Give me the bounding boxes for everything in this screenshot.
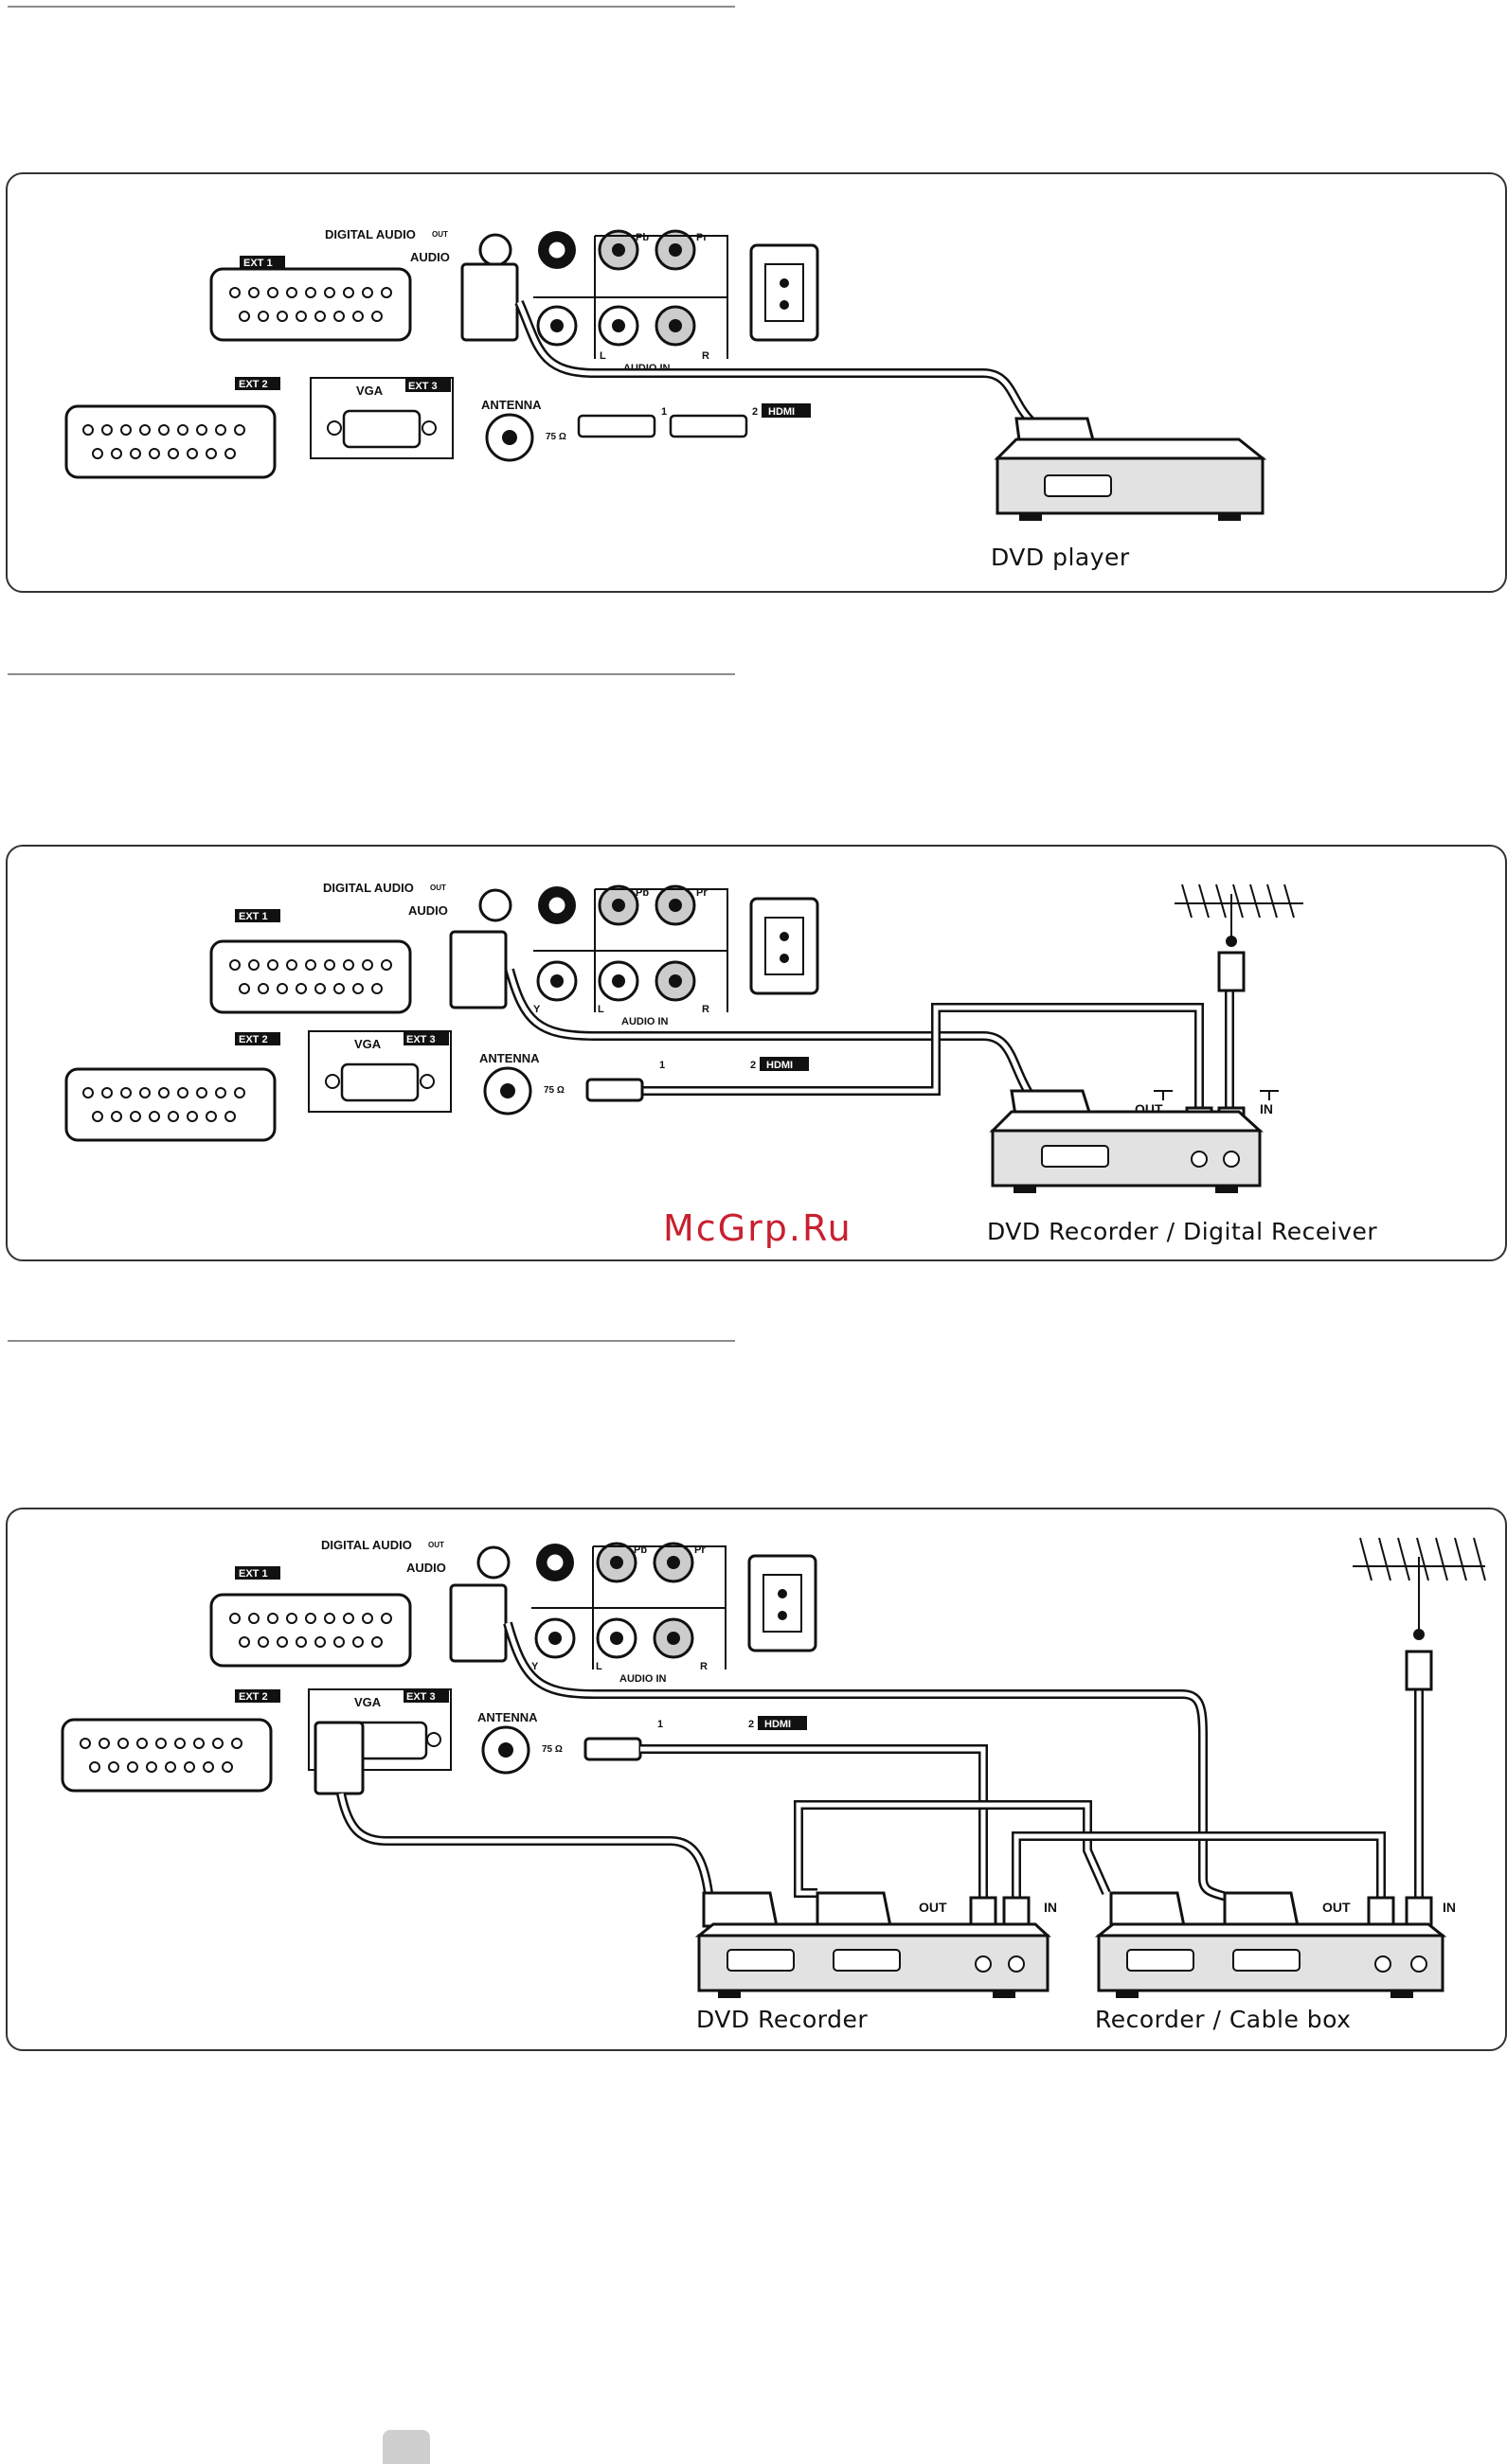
svg-text:Y: Y [533,1004,541,1015]
svg-text:DIGITAL AUDIO: DIGITAL AUDIO [323,881,414,895]
ext2-label: EXT 2 [239,379,268,390]
svg-text:DIGITAL AUDIO: DIGITAL AUDIO [321,1538,412,1552]
svg-text:VGA: VGA [354,1037,382,1051]
svg-text:EXT 1: EXT 1 [239,1568,268,1580]
cable-box-device [1094,1922,1447,1998]
svg-text:EXT 3: EXT 3 [406,1034,436,1045]
svg-text:75 Ω: 75 Ω [542,1744,563,1755]
svg-text:2: 2 [750,1060,756,1071]
section-rule-1 [8,6,735,8]
svg-text:Y: Y [531,1661,539,1672]
audio-out-label: AUDIO [410,250,450,264]
diagram-2-graphic: EXT 1 EXT 2 VGA EXT 3 ANTENNA 75 Ω 1 2 H… [64,881,1303,1193]
svg-text:R: R [702,1004,709,1015]
svg-text:Pb: Pb [636,232,649,243]
svg-text:ANTENNA: ANTENNA [479,1051,540,1065]
svg-text:75 Ω: 75 Ω [544,1085,565,1096]
section-rule-2 [8,673,735,675]
hdmi-2-label: 2 [752,406,758,418]
watermark: McGrp.Ru [663,1207,852,1249]
svg-text:HDMI: HDMI [766,1060,793,1071]
svg-text:IN: IN [1044,1900,1057,1915]
antenna-icon [1175,884,1303,947]
svg-text:2: 2 [748,1719,754,1730]
hdmi-1-label: 1 [661,406,667,418]
dvd-player-device [994,437,1267,521]
tv-connector-panel: EXT 1 EXT 2 VGA EXT 3 ANTENNA 75 Ω 1 2 H… [61,1538,817,1793]
cables [314,1583,1433,1937]
ohm-label: 75 Ω [546,432,566,442]
svg-text:R: R [702,350,709,362]
section-rule-3 [8,1340,735,1342]
svg-text:AUDIO IN: AUDIO IN [621,1016,669,1027]
dvd-recorder-device [694,1922,1051,1998]
svg-text:AUDIO IN: AUDIO IN [619,1673,667,1685]
svg-text:1: 1 [659,1060,665,1071]
svg-text:OUT: OUT [919,1900,947,1915]
digital-audio-label: DIGITAL AUDIO [325,227,416,241]
svg-text:EXT 1: EXT 1 [239,911,268,922]
svg-text:OUT: OUT [1322,1900,1351,1915]
svg-text:L: L [598,1004,604,1015]
svg-text:Pr: Pr [696,232,708,243]
svg-text:ANTENNA: ANTENNA [477,1710,538,1724]
svg-text:IN: IN [1443,1900,1456,1915]
svg-text:AUDIO: AUDIO [406,1561,446,1575]
port-in-label: IN [1260,1101,1273,1116]
svg-text:OUT: OUT [432,230,448,239]
ext3-label: EXT 3 [408,381,438,392]
dvd-recorder-device [989,1110,1264,1193]
hdmi-label: HDMI [768,406,795,418]
diagram-1-graphic: EXT 1 EXT 2 VGA EXT 3 ANTENNA 75 Ω 1 [64,227,1267,521]
caption-dvd-player: DVD player [991,544,1130,571]
antenna-label: ANTENNA [481,398,542,412]
tv-connector-panel: EXT 1 EXT 2 VGA EXT 3 ANTENNA 75 Ω 1 [64,227,819,479]
svg-text:AUDIO: AUDIO [408,903,448,918]
svg-text:L: L [596,1661,602,1672]
svg-text:EXT 3: EXT 3 [406,1691,436,1703]
svg-text:OUT: OUT [430,884,446,892]
antenna-icon [1353,1537,1486,1640]
ext1-label: EXT 1 [243,258,273,269]
svg-text:1: 1 [657,1719,663,1730]
svg-text:EXT 2: EXT 2 [239,1034,268,1045]
diagram-3-graphic: EXT 1 EXT 2 VGA EXT 3 ANTENNA 75 Ω 1 2 H… [61,1537,1486,1998]
caption-recorder-cable-box: Recorder / Cable box [1095,2006,1352,2033]
caption-dvd-recorder-digital-receiver: DVD Recorder / Digital Receiver [987,1218,1378,1245]
caption-dvd-recorder: DVD Recorder [696,2006,869,2033]
vga-label: VGA [356,384,384,398]
page-number-tab [383,2430,430,2464]
diagram-dvd-player: EXT 1 EXT 2 VGA EXT 3 ANTENNA 75 Ω 1 [6,172,1507,593]
diagram-dvd-recorder-and-cable-box: EXT 1 EXT 2 VGA EXT 3 ANTENNA 75 Ω 1 2 H… [6,1508,1507,2051]
svg-text:HDMI: HDMI [764,1719,791,1730]
svg-text:OUT: OUT [428,1541,444,1549]
diagram-dvd-recorder-digital-receiver: EXT 1 EXT 2 VGA EXT 3 ANTENNA 75 Ω 1 2 H… [6,845,1507,1261]
svg-text:L: L [600,350,606,362]
svg-text:R: R [700,1661,708,1672]
tv-connector-panel: EXT 1 EXT 2 VGA EXT 3 ANTENNA 75 Ω 1 2 H… [64,881,819,1142]
svg-text:VGA: VGA [354,1695,382,1709]
svg-text:EXT 2: EXT 2 [239,1691,268,1703]
